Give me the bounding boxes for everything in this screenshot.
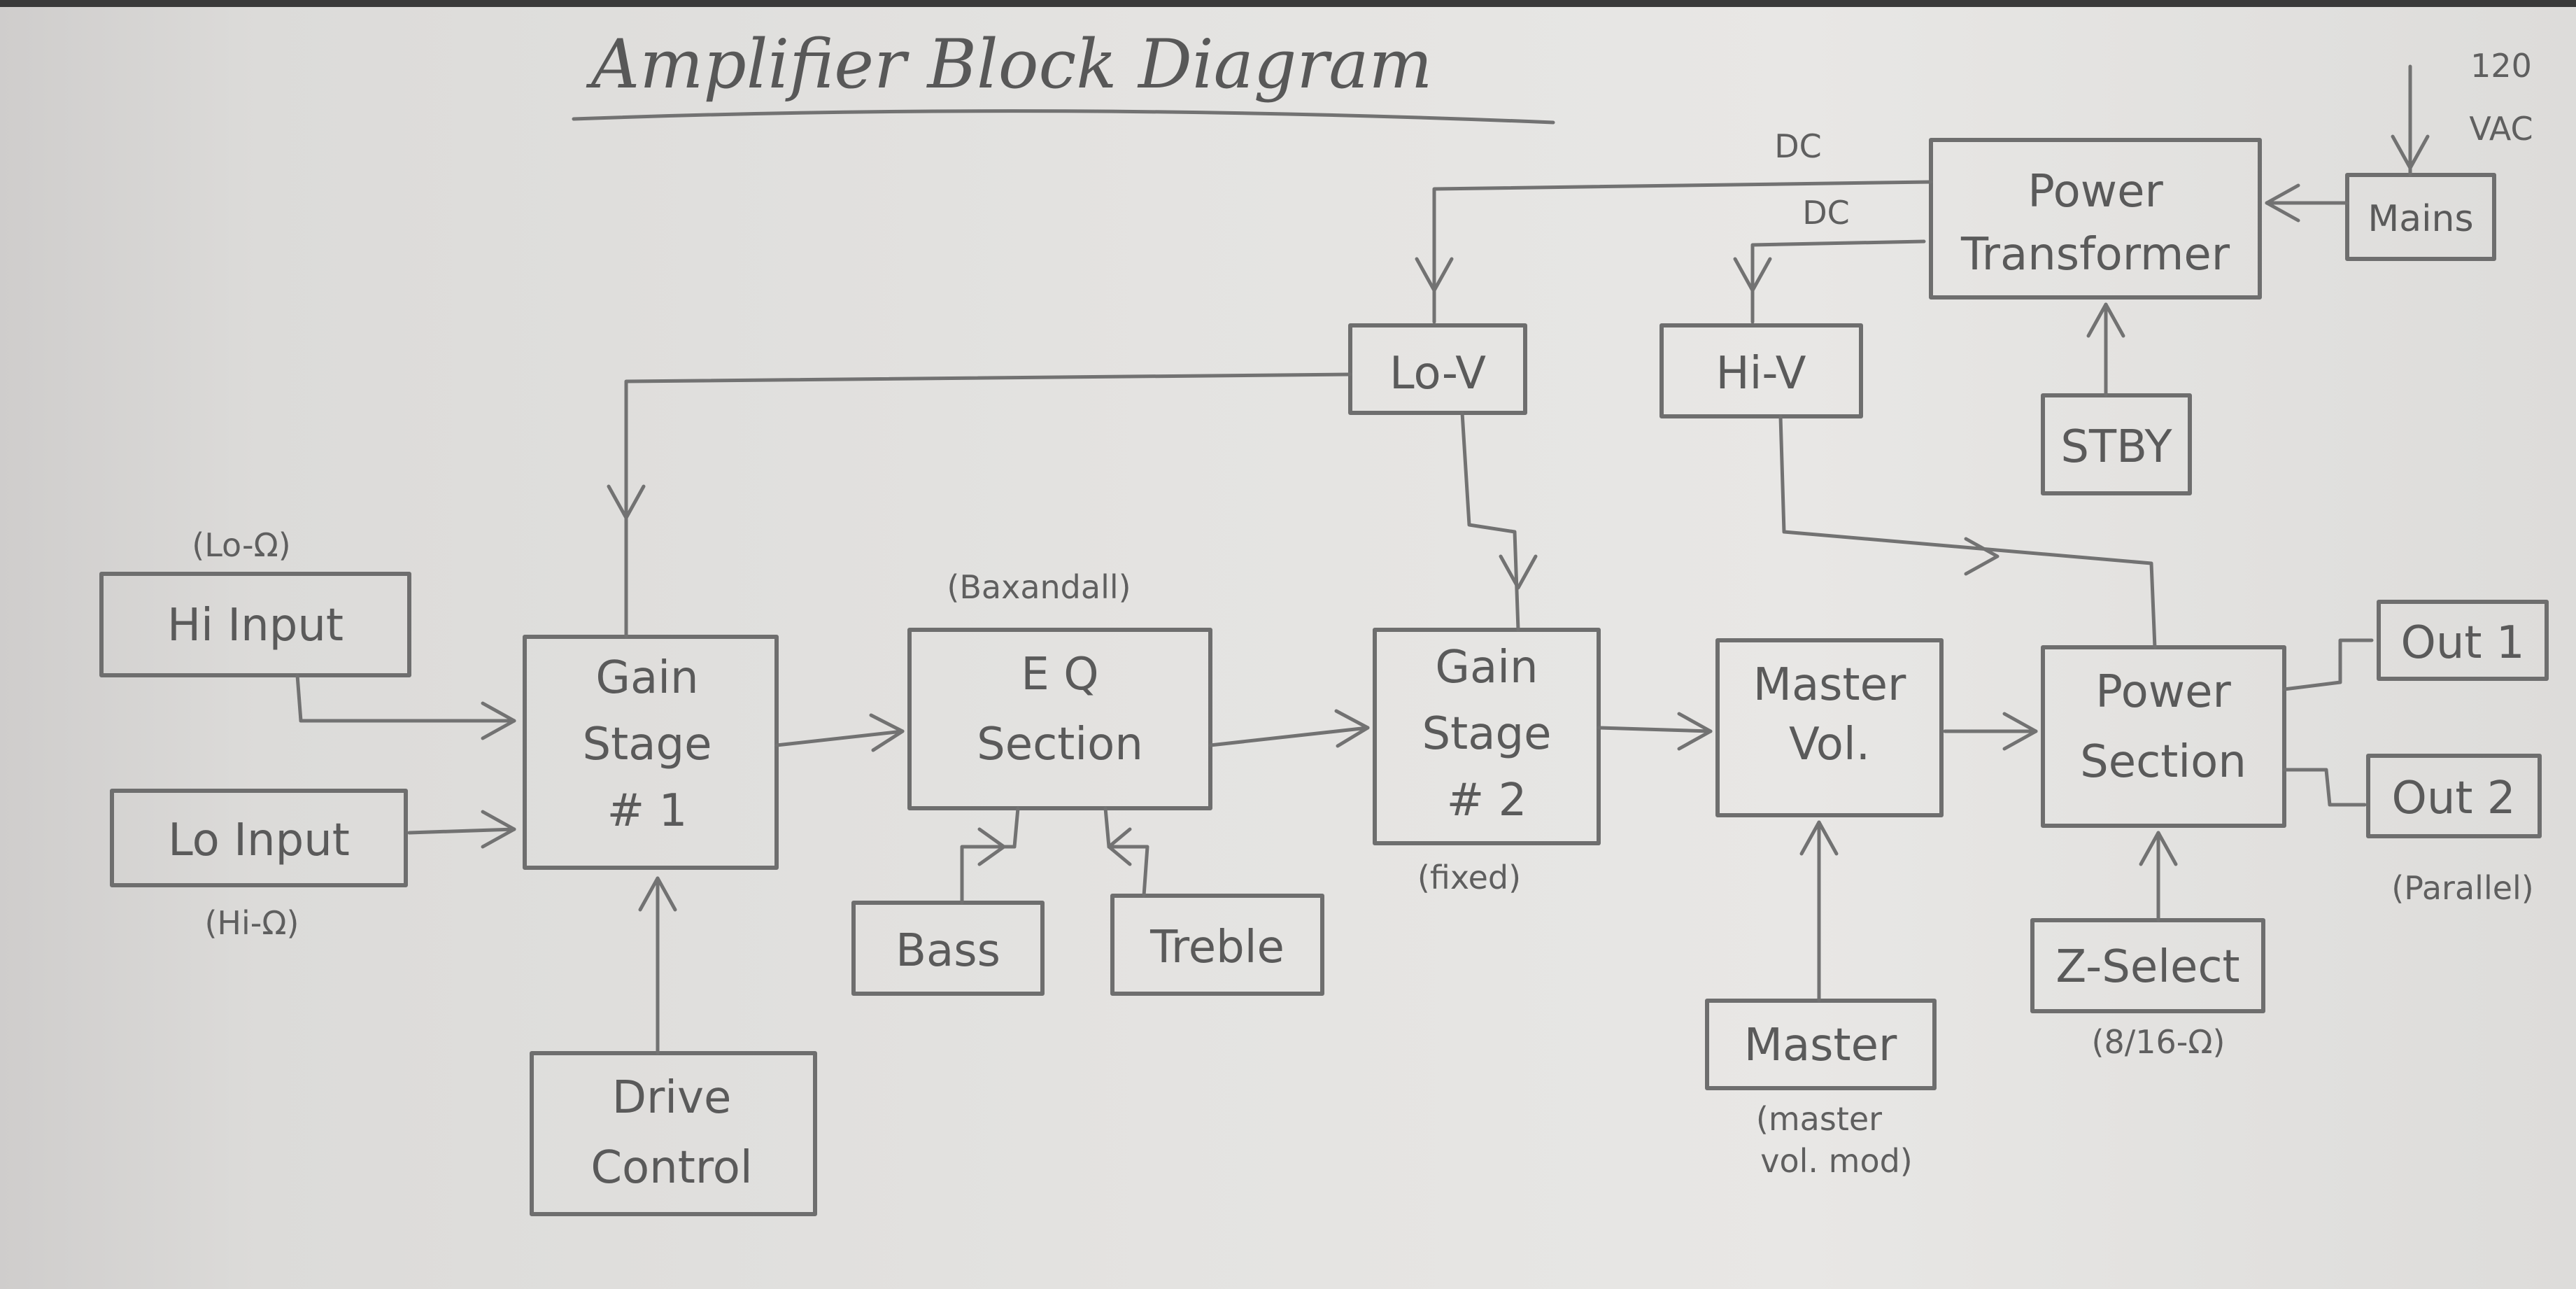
mains-box xyxy=(2345,173,2496,261)
z-select-box xyxy=(2030,918,2265,1013)
master-note-line-1: (master xyxy=(1756,1100,1882,1138)
out-1-box xyxy=(2377,600,2549,681)
hi-v-box xyxy=(1659,323,1863,418)
master-vol-box xyxy=(1715,638,1944,817)
hi-v-label: Hi-V xyxy=(1715,348,1806,400)
bass-label: Bass xyxy=(896,925,1000,977)
arrow-vac-to-mains xyxy=(2391,134,2430,170)
master-note-line-2: vol. mod) xyxy=(1760,1142,1913,1180)
wire-lo-v-to-gain-2 xyxy=(1460,411,1520,632)
hi-input-impedance-note: (Lo-Ω) xyxy=(192,526,290,564)
power-transformer-box xyxy=(1929,138,2262,300)
gain-stage-1-line-1: Gain xyxy=(595,652,698,704)
eq-section-box xyxy=(907,628,1212,810)
arrow-gain-1-to-eq xyxy=(869,713,905,752)
master-label: Master xyxy=(1744,1020,1897,1071)
eq-section-line-1: E Q xyxy=(1021,649,1098,700)
power-transformer-line-2: Transformer xyxy=(1960,229,2230,281)
wire-lo-v-to-gain-1 xyxy=(624,372,1352,639)
gain-stage-2-line-2: Stage xyxy=(1422,708,1552,760)
mains-label: Mains xyxy=(2368,198,2473,240)
z-select-values-note: (8/16-Ω) xyxy=(2092,1023,2225,1061)
wire-eq-to-gain-2 xyxy=(1208,726,1370,747)
bass-box xyxy=(851,901,1045,996)
wire-gain-1-to-eq xyxy=(774,729,905,747)
master-vol-line-1: Master xyxy=(1753,659,1906,711)
photo-top-edge xyxy=(0,0,2576,7)
lo-input-label: Lo Input xyxy=(168,815,350,866)
drive-control-box xyxy=(530,1051,817,1216)
wire-power-to-out-2 xyxy=(2282,768,2367,807)
wire-transformer-to-lo-v xyxy=(1432,180,1933,324)
arrow-bass-to-eq xyxy=(977,827,1006,866)
diagram-title: Amplifier Block Diagram xyxy=(586,25,1432,104)
outputs-parallel-note: (Parallel) xyxy=(2391,869,2534,907)
gain-stage-1-box xyxy=(523,635,779,870)
wire-treble-to-eq xyxy=(1103,806,1149,898)
arrow-z-select-to-power xyxy=(2139,831,2178,866)
power-transformer-line-1: Power xyxy=(2027,166,2163,218)
wire-lo-input-to-gain-1 xyxy=(407,827,516,835)
arrow-transformer-to-lo-v xyxy=(1415,257,1454,293)
eq-section-line-2: Section xyxy=(977,719,1143,770)
treble-box xyxy=(1110,894,1324,996)
arrow-lo-v-to-gain-2 xyxy=(1499,554,1538,590)
arrow-stby-to-transformer xyxy=(2086,302,2125,338)
arrow-lo-input-to-gain-1 xyxy=(481,810,516,849)
wire-bass-to-eq xyxy=(960,806,1020,905)
lo-input-impedance-note: (Hi-Ω) xyxy=(204,904,299,942)
power-section-box xyxy=(2041,645,2286,828)
gain-2-type-note: (fixed) xyxy=(1417,859,1521,896)
arrow-hi-input-to-gain-1 xyxy=(481,701,516,740)
arrow-master-vol-to-power xyxy=(2002,712,2038,751)
z-select-label: Z-Select xyxy=(2055,941,2239,993)
dc-label-low: DC xyxy=(1774,127,1822,165)
dc-label-high: DC xyxy=(1802,194,1850,232)
title-underline xyxy=(572,109,1555,125)
gain-stage-1-line-2: Stage xyxy=(583,719,712,770)
mains-voltage-line-2: VAC xyxy=(2469,110,2533,148)
lo-v-box xyxy=(1348,323,1527,415)
gain-stage-2-box xyxy=(1373,628,1601,845)
lo-v-label: Lo-V xyxy=(1389,348,1486,400)
arrow-drive-to-gain-1 xyxy=(638,876,677,912)
drive-control-line-1: Drive xyxy=(612,1072,732,1124)
arrow-lo-v-to-gain-1 xyxy=(607,484,646,520)
arrow-eq-to-gain-2 xyxy=(1334,709,1370,748)
arrow-gain-2-to-master-vol xyxy=(1677,712,1713,751)
out-2-label: Out 2 xyxy=(2391,773,2515,824)
drive-control-line-2: Control xyxy=(590,1142,752,1194)
mains-voltage-line-1: 120 xyxy=(2470,47,2532,85)
stby-box xyxy=(2041,393,2192,495)
wire-transformer-to-hi-v xyxy=(1750,239,1926,324)
out-1-label: Out 1 xyxy=(2400,617,2524,669)
wire-hi-input-to-gain-1 xyxy=(295,673,516,723)
treble-label: Treble xyxy=(1149,922,1285,973)
arrow-treble-to-eq xyxy=(1107,827,1132,866)
arrow-master-to-master-vol xyxy=(1799,820,1839,856)
power-section-line-1: Power xyxy=(2095,666,2231,718)
arrow-transformer-to-hi-v xyxy=(1733,257,1772,293)
eq-type-note: (Baxandall) xyxy=(947,568,1131,606)
power-section-line-2: Section xyxy=(2080,736,2246,788)
arrow-mains-to-transformer xyxy=(2265,183,2300,223)
arrow-hi-v-to-power xyxy=(1964,537,2000,576)
out-2-box xyxy=(2366,754,2542,838)
stby-label: STBY xyxy=(2060,421,2172,473)
gain-stage-2-line-1: Gain xyxy=(1435,642,1538,693)
gain-stage-2-line-3: # 2 xyxy=(1447,775,1527,826)
wire-power-to-out-1 xyxy=(2282,638,2374,691)
hi-input-label: Hi Input xyxy=(167,600,344,651)
master-vol-line-2: Vol. xyxy=(1789,719,1870,770)
wire-gain-2-to-master-vol xyxy=(1597,726,1713,733)
hi-input-box xyxy=(99,572,411,677)
gain-stage-1-line-3: # 1 xyxy=(607,785,688,837)
lo-input-box xyxy=(110,789,408,887)
wire-hi-v-to-power xyxy=(1778,414,2157,649)
